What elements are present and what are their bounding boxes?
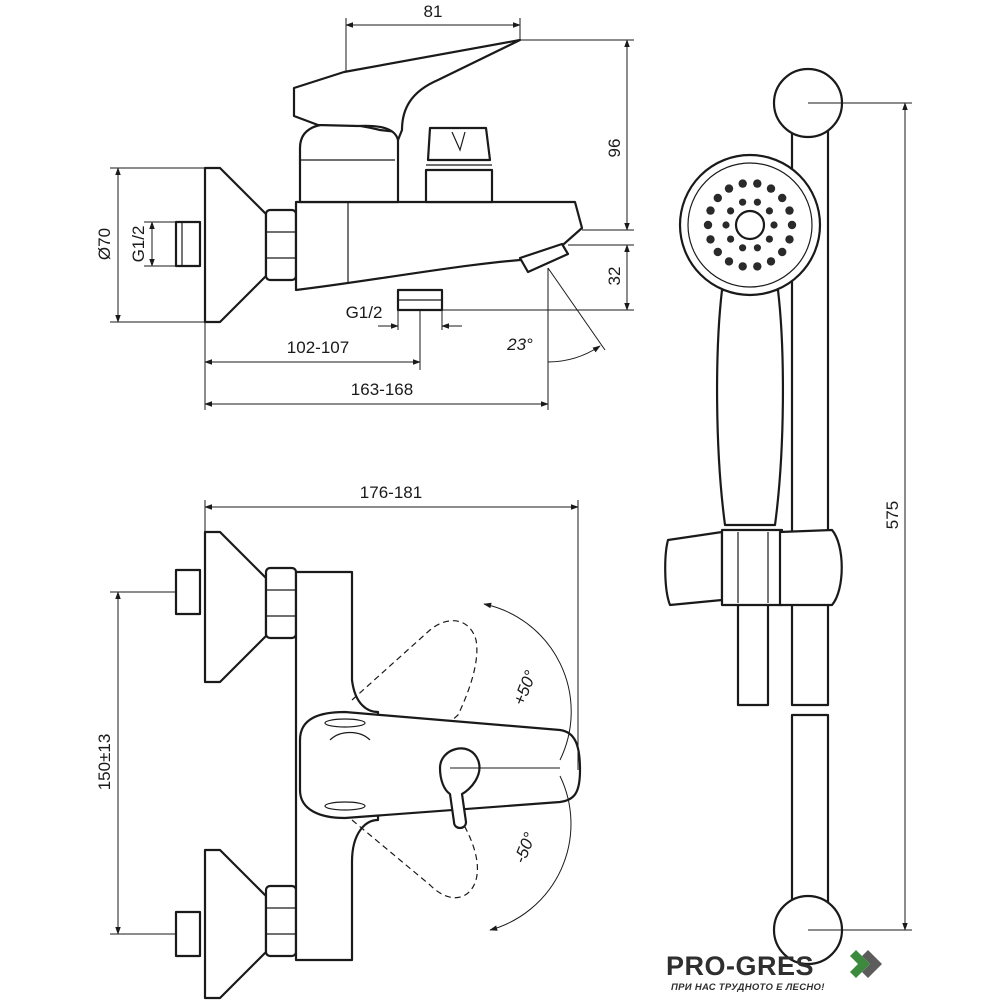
lever-side bbox=[298, 122, 400, 204]
dim-rail-height: 575 bbox=[883, 501, 902, 529]
nozzle-dot bbox=[703, 220, 713, 230]
nozzle-dot bbox=[753, 179, 762, 188]
wall-flange bbox=[203, 166, 268, 324]
dim-thread-bottom: G1/2 bbox=[346, 303, 383, 322]
nozzle-dot bbox=[713, 193, 722, 203]
nozzle-dot bbox=[766, 257, 776, 266]
dim-front-width: 176-181 bbox=[360, 483, 422, 502]
nozzle-dot bbox=[753, 262, 762, 271]
spout-aerator bbox=[518, 242, 570, 274]
dim-projection-max: 163-168 bbox=[351, 380, 413, 399]
dim-spout-angle: 23° bbox=[506, 335, 533, 354]
nozzle-dot bbox=[785, 206, 794, 215]
inlet-thread bbox=[174, 220, 202, 268]
shower-nozzles bbox=[703, 179, 797, 271]
hex-nut-top bbox=[264, 566, 298, 640]
nozzle-dot bbox=[770, 221, 778, 229]
brand-name: PRO-GRES bbox=[666, 951, 814, 981]
slider-holder bbox=[664, 530, 724, 607]
nozzle-dot bbox=[753, 198, 762, 206]
dim-96: 96 bbox=[605, 139, 624, 158]
dim-lever-up: +50° bbox=[509, 668, 540, 708]
rail-lower bbox=[790, 713, 830, 932]
nozzle-dot bbox=[727, 235, 735, 243]
hex-nut bbox=[264, 208, 298, 282]
dim-32: 32 bbox=[605, 267, 624, 286]
nozzle-dot bbox=[706, 206, 715, 215]
nozzle-dot bbox=[765, 235, 774, 243]
flange-bottom bbox=[203, 848, 268, 1000]
dim-inlet-spacing: 150±13 bbox=[95, 734, 114, 791]
dim-projection-min: 102-107 bbox=[287, 338, 349, 357]
nozzle-dot bbox=[753, 244, 762, 252]
dim-flange-diameter: Ø70 bbox=[95, 228, 114, 260]
double-chevron-right-icon bbox=[850, 950, 882, 978]
nozzle-dot bbox=[724, 257, 734, 266]
nozzle-dot bbox=[787, 220, 797, 230]
nozzle-dot bbox=[778, 247, 787, 257]
nozzle-dot bbox=[778, 193, 787, 203]
dim-81: 81 bbox=[424, 2, 443, 21]
diverter-knob bbox=[426, 126, 492, 162]
nozzle-dot bbox=[766, 184, 776, 193]
flange-top bbox=[203, 530, 268, 684]
nozzle-dot bbox=[713, 247, 722, 257]
front-view: 176-181 150±13 +50° -50° bbox=[95, 483, 582, 1000]
brand-logo: PRO-GRES ПРИ НАС ТРУДНОТО Е ЛЕСНО! bbox=[666, 950, 882, 993]
nozzle-dot bbox=[738, 179, 747, 188]
lever-position-up bbox=[351, 620, 478, 741]
slider-stem bbox=[736, 588, 770, 707]
shower-set: 575 bbox=[664, 67, 912, 966]
nozzle-dot bbox=[765, 207, 774, 215]
dim-thread-wall: G1/2 bbox=[129, 226, 148, 263]
dim-lever-down: -50° bbox=[510, 830, 539, 866]
nozzle-dot bbox=[724, 184, 734, 193]
brand-tagline: ПРИ НАС ТРУДНОТО Е ЛЕСНО! bbox=[671, 982, 825, 993]
hand-shower-handle bbox=[715, 288, 785, 527]
mixer-body bbox=[294, 200, 584, 292]
lever-handle bbox=[292, 38, 522, 142]
nozzle-dot bbox=[722, 221, 730, 229]
nozzle-dot bbox=[785, 235, 794, 244]
nozzle-dot bbox=[738, 262, 747, 271]
nozzle-dot bbox=[706, 235, 715, 244]
nozzle-dot bbox=[739, 198, 747, 206]
hex-nut-bottom bbox=[264, 884, 298, 958]
side-view: 81 96 32 Ø70 G1/2 G1/2 23° bbox=[95, 2, 634, 410]
nozzle-dot bbox=[727, 207, 735, 215]
indicator-top bbox=[324, 718, 366, 728]
nozzle-dot bbox=[739, 244, 747, 252]
indicator-bottom bbox=[324, 801, 366, 811]
